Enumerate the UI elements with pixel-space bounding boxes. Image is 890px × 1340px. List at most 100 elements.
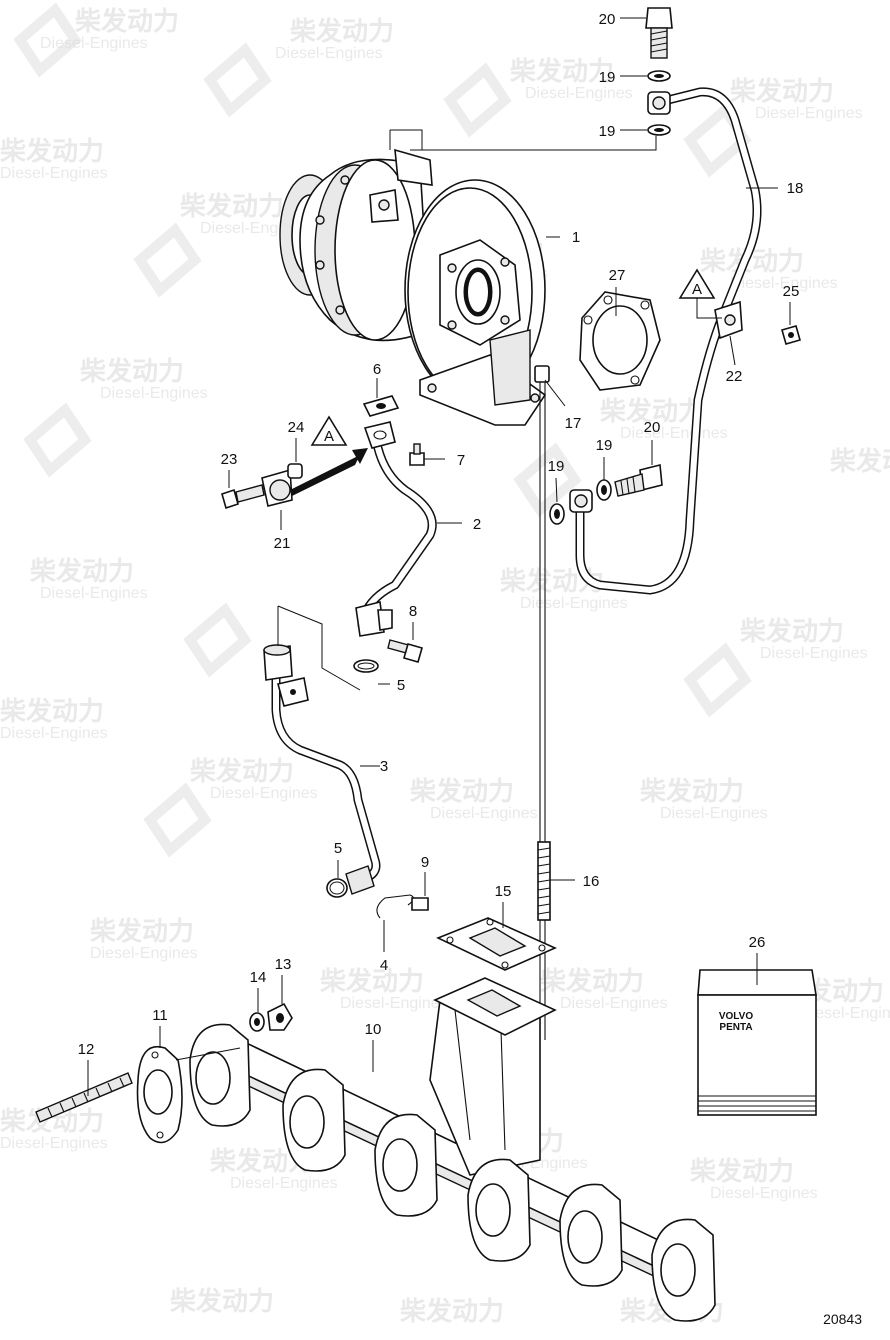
bolt-9 xyxy=(411,897,429,911)
watermark-brand: 柴发动力 xyxy=(79,356,184,386)
stud-12 xyxy=(35,1072,133,1123)
bolt-7 xyxy=(409,443,425,466)
watermark-16: 柴发动力 Diesel-Engines xyxy=(143,756,318,858)
watermark-20: 柴发动力 Diesel-Engines xyxy=(319,966,448,1012)
watermark-sub: Diesel-Engines xyxy=(620,425,728,442)
callout-7: 7 xyxy=(457,452,465,469)
nut-13 xyxy=(267,1002,293,1031)
watermark-26: 柴发动力 Diesel-Engines xyxy=(689,1156,818,1202)
watermark-11: 柴发动力 xyxy=(513,442,890,518)
detail-marker-label: A xyxy=(692,281,702,298)
callout-labels: 20 19 19 1 18 27 25 22 17 6 7 24 23 21 2… xyxy=(78,11,804,1058)
watermark-sub: Diesel-Engines xyxy=(100,385,208,402)
callout-16: 16 xyxy=(583,873,600,890)
clamp-22 xyxy=(714,300,743,340)
manifold-port xyxy=(467,1158,531,1262)
callout-8: 8 xyxy=(409,603,417,620)
callout-10: 10 xyxy=(365,1021,382,1038)
gasket-27 xyxy=(579,291,661,391)
o-ring-5-lower xyxy=(326,878,348,898)
watermark-8: 柴发动力 Diesel-Engines xyxy=(699,246,838,292)
watermark-sub: Diesel-Engines xyxy=(230,1175,338,1192)
callout-19-top-upper: 19 xyxy=(599,69,616,86)
callout-22: 22 xyxy=(726,368,743,385)
callout-1: 1 xyxy=(572,229,580,246)
callout-14: 14 xyxy=(250,969,267,986)
watermark-brand: 柴发动力 xyxy=(689,1156,794,1186)
banjo-bolt-20-top xyxy=(645,7,673,59)
watermark-3: 柴发动力 Diesel-Engines xyxy=(443,56,633,138)
manifold-port xyxy=(559,1183,623,1287)
watermark-brand: 柴发动力 xyxy=(729,76,834,106)
watermark-sub: Diesel-Engines xyxy=(755,105,863,122)
o-ring-5-upper xyxy=(353,659,379,673)
watermark-brand: 柴发动力 xyxy=(0,136,104,166)
washer-19-side-right xyxy=(596,479,612,501)
watermark-sub: Diesel-Engines xyxy=(660,805,768,822)
watermark-5: 柴发动力 Diesel-Engines xyxy=(0,136,108,182)
watermark-sub: Diesel-Engines xyxy=(40,35,148,52)
callout-20-top: 20 xyxy=(599,11,616,28)
callout-25: 25 xyxy=(783,283,800,300)
watermark-sub: Diesel-Engines xyxy=(90,945,198,962)
watermark-sub: Diesel-Engines xyxy=(275,45,383,62)
watermark-14: 柴发动力 Diesel-Engines xyxy=(683,616,868,718)
manifold-port xyxy=(651,1218,716,1322)
callout-19-side-left: 19 xyxy=(548,458,565,475)
watermark-9: 柴发动力 Diesel-Engines xyxy=(23,356,208,478)
oil-return-pipe-3 xyxy=(263,644,381,895)
watermark-brand: 柴发动力 xyxy=(89,916,194,946)
watermark-12: 柴发动力 Diesel-Engines xyxy=(29,556,252,678)
watermark-sub: Diesel-Engines xyxy=(0,725,108,742)
detail-marker-label: A xyxy=(324,428,334,445)
callout-3: 3 xyxy=(380,758,388,775)
detail-marker-a-right: A xyxy=(678,268,722,319)
banjo-bolt-20-side xyxy=(614,463,663,497)
watermark-brand: 柴发动力 xyxy=(399,1296,504,1326)
watermark-sub: Diesel-Engines xyxy=(340,995,448,1012)
watermark-21: 柴发动力 Diesel-Engines xyxy=(539,966,668,1012)
manifold-port xyxy=(374,1113,438,1217)
watermark-brand: 柴发动力 xyxy=(74,6,179,36)
watermark-brand: 柴发动力 xyxy=(319,966,424,996)
watermark-17: 柴发动力 Diesel-Engines xyxy=(409,776,538,822)
watermark-brand: 柴发动力 xyxy=(739,616,844,646)
watermark-brand: 柴发动力 xyxy=(639,776,744,806)
manifold-port xyxy=(189,1023,251,1127)
watermark-10: 柴发动力 Diesel-Engines xyxy=(599,396,728,442)
watermark-sub: Diesel-Engines xyxy=(210,785,318,802)
kit-brand-line2: PENTA xyxy=(719,1022,752,1033)
gasket-kit-26: VOLVO PENTA xyxy=(697,969,817,1116)
exhaust-manifold-10 xyxy=(189,977,716,1322)
watermark-sub: Diesel-Engines xyxy=(800,1005,890,1022)
watermark-brand: 柴发动力 xyxy=(289,16,394,46)
turbocharger xyxy=(279,148,547,426)
callout-15: 15 xyxy=(495,883,512,900)
watermark-sub: Diesel-Engines xyxy=(760,645,868,662)
washer-14 xyxy=(249,1012,265,1032)
watermark-sub: Diesel-Engines xyxy=(710,1185,818,1202)
callout-9: 9 xyxy=(421,854,429,871)
watermark-sub: Diesel-Engines xyxy=(560,995,668,1012)
watermark-sub: Diesel-Engines xyxy=(520,595,628,612)
washer-19-upper xyxy=(647,70,671,82)
watermark-sub: Diesel-Engines xyxy=(40,585,148,602)
watermark-brand: 柴发动力 xyxy=(829,446,890,476)
watermark-sub: Diesel-Engines xyxy=(0,1135,108,1152)
watermark-27: 柴发动力 柴发动力 柴发动力 xyxy=(169,1286,724,1326)
detail-marker-a-left: A xyxy=(310,415,348,446)
watermark-brand: 柴发动力 xyxy=(509,56,614,86)
leader-lines xyxy=(87,17,791,1096)
drawing-number: 20843 xyxy=(823,1311,862,1327)
washer-19-side-left xyxy=(549,503,565,525)
watermark-sub: Diesel-Engines xyxy=(730,275,838,292)
watermark-brand: 柴发动力 xyxy=(29,556,134,586)
callout-20-side: 20 xyxy=(644,419,661,436)
watermark-2: 柴发动力 Diesel-Engines xyxy=(203,16,394,118)
gasket-11 xyxy=(136,1045,183,1144)
watermark-15: 柴发动力 Diesel-Engines xyxy=(0,696,108,742)
watermark-1: 柴发动力 Diesel-Engines xyxy=(13,2,179,78)
nut-25 xyxy=(781,325,801,345)
stud-16 xyxy=(537,841,551,921)
